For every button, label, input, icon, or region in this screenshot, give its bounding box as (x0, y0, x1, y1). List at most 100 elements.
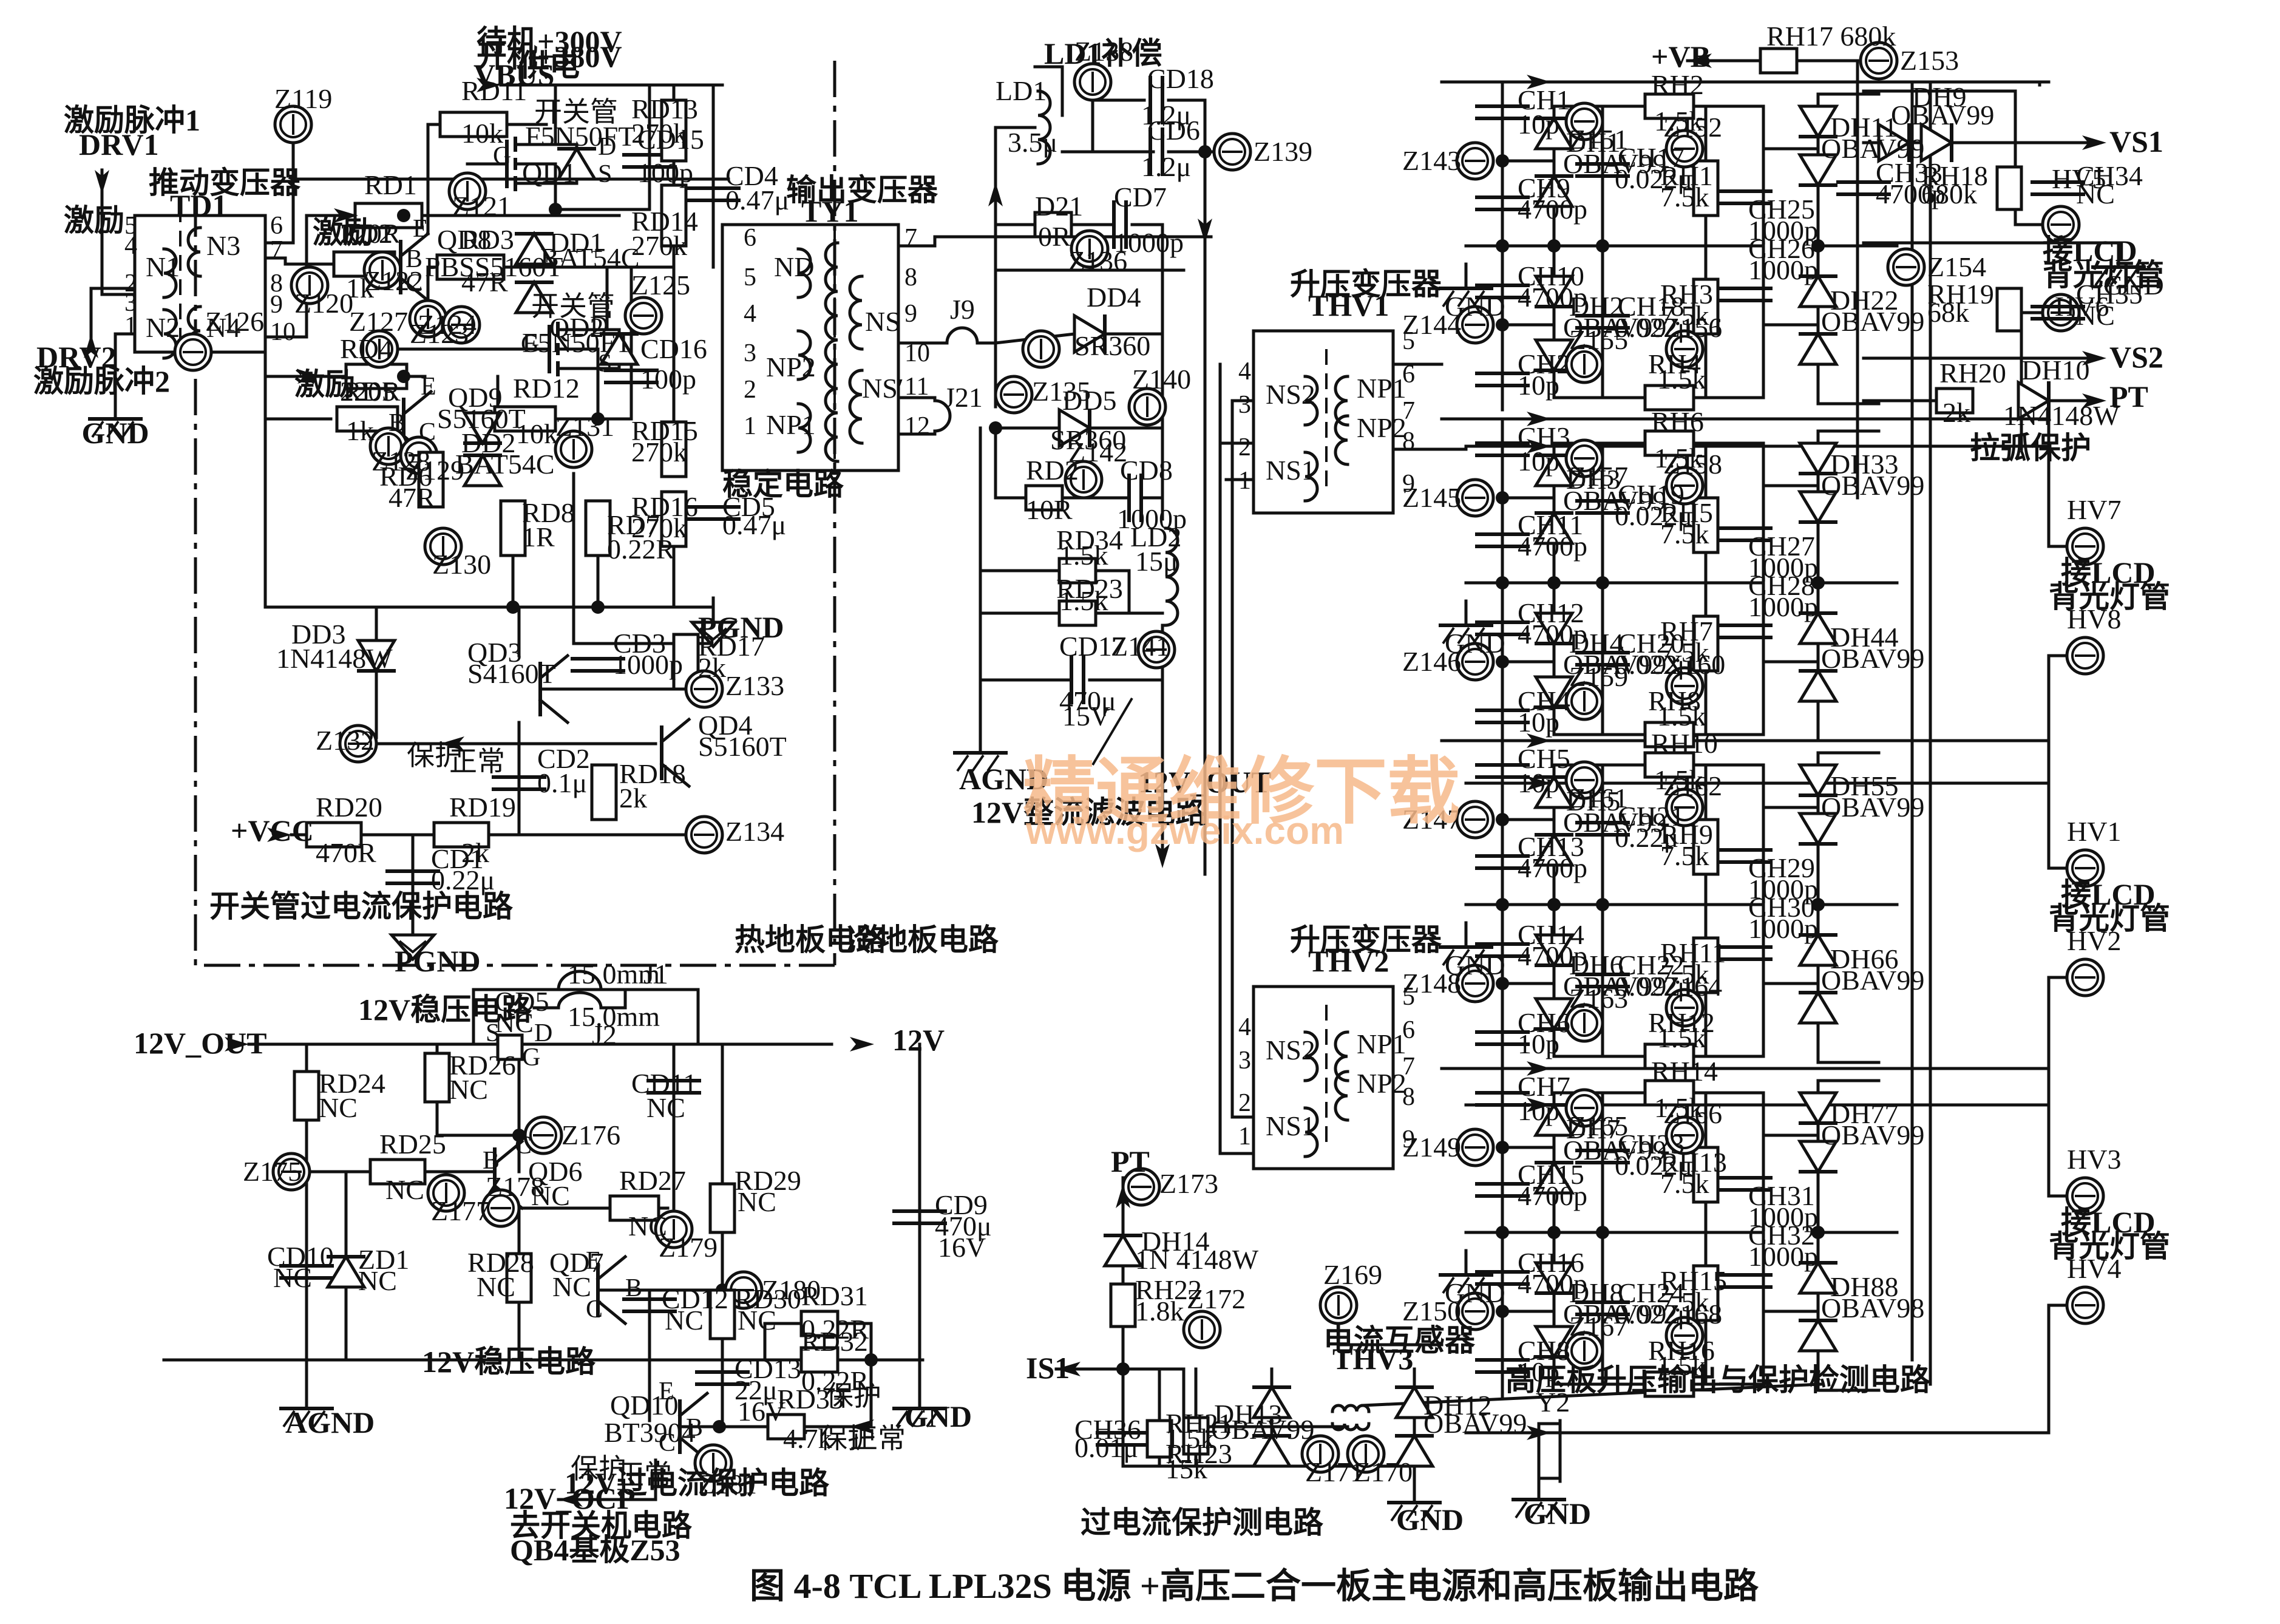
wire (2047, 1067, 2075, 1198)
qd1-label: 开关管 (534, 97, 618, 127)
hv-block-2-cap: CH27 (1748, 531, 1815, 562)
wire (2047, 739, 2075, 870)
is1-label: IS1 (1026, 1351, 1070, 1385)
rd6-ref: RD6 (379, 461, 432, 492)
hv-block-2-gnd: GND (1445, 628, 1505, 659)
dh10-part: 1N4148W (2003, 400, 2120, 431)
hv-block-1-diode: DH11 (1830, 112, 1898, 143)
ld1-ref: LD1 (996, 75, 1047, 106)
hv-block-1-cap: CH26 (1748, 233, 1815, 264)
rh20-val: 2k (1942, 397, 1970, 428)
switch-ocp-label: 开关管过电流保护电路 (209, 889, 514, 923)
winding-icon (1303, 1030, 1319, 1082)
rd23-ref: RD23 (1056, 573, 1123, 604)
thv2-frame (1252, 985, 1395, 1170)
qd10-part: BT3904 (604, 1417, 696, 1448)
hv-block-4-hv: HV4 (2067, 1253, 2121, 1284)
cd8-val: 1000p (1117, 503, 1187, 534)
qd6-c: C (515, 1132, 532, 1160)
diode (1533, 611, 1575, 647)
cd11-ref: CD11 (631, 1068, 697, 1099)
diode (1533, 1102, 1575, 1137)
qd6-val: NC (531, 1180, 570, 1211)
ty1-np1: NP1 (766, 409, 816, 440)
ocp12-label: 12V过电流保护电路 (565, 1466, 830, 1500)
dd1-part: BAT54C (540, 242, 640, 273)
cd12-ref: CD12 (662, 1283, 728, 1314)
hot-side-label: 热地板电路 (735, 923, 887, 957)
wire (472, 988, 700, 1046)
qd2-s: S (598, 350, 612, 378)
transistor-lead (659, 717, 691, 744)
pointer-line (1091, 697, 1133, 766)
junction-dot (397, 209, 410, 222)
diode (1877, 121, 1912, 164)
thv2-ref: THV2 (1308, 944, 1389, 978)
cd1-ref: CD1 (431, 843, 484, 874)
rd24-ref: RD24 (319, 1068, 385, 1099)
hv-block-3-res: 7.5k (1660, 840, 1709, 871)
rd25-val: NC (385, 1174, 424, 1205)
hv-block-4-tp: Z165 (1569, 1110, 1628, 1141)
resistor (1643, 1370, 1695, 1398)
agnd-label: AGND (285, 1405, 375, 1439)
qd9-b: B (388, 409, 405, 437)
diode (1533, 173, 1575, 208)
hv-block-1-res: RH1 (1660, 160, 1713, 191)
wire (994, 426, 1028, 500)
resistor (435, 253, 506, 281)
thv2-pin: 8 (1402, 1083, 1415, 1111)
ground-hatch (1442, 948, 1455, 967)
rd13-val: 270k (631, 118, 687, 149)
ground-hatch (1457, 627, 1470, 645)
cd2-val: 0.1μ (537, 767, 587, 798)
drv1-label: DRV1 (79, 127, 159, 161)
thv1-pin: 4 (1238, 358, 1251, 386)
hv-block-1-res: 1.5k (1654, 106, 1703, 137)
diode (513, 231, 555, 266)
protect-label: 保护 (826, 1381, 881, 1412)
dd2-part: BAT54C (455, 449, 555, 480)
hv-block-4-diode: OBAV99 (1821, 1119, 1924, 1150)
qd6-ref: QD6 (528, 1156, 582, 1187)
dd2-ref: DD2 (461, 427, 515, 458)
hv-block-3-res: RH12 (1648, 1007, 1715, 1038)
junction-dot (1496, 1141, 1509, 1154)
arrow-icon (1527, 776, 1551, 790)
ocp-dest1: 去开关机电路 (510, 1509, 693, 1543)
wire (1130, 223, 1164, 521)
ground-hatch (1390, 1504, 1403, 1522)
cd15-ref: CD15 (637, 124, 704, 155)
diode (1073, 313, 1108, 355)
hv-block-2-res: RH6 (1651, 406, 1704, 437)
tp-z173: Z173 (1159, 1168, 1218, 1199)
rd1-val: 220R (340, 218, 401, 249)
ty1-pin: 8 (904, 263, 917, 291)
hv-block-3-lcd: 接LCD (2061, 877, 2156, 911)
hv-block-4-cap: 10p (1518, 1356, 1559, 1387)
thv2-pin: 6 (1402, 1016, 1415, 1044)
resistor (438, 110, 509, 138)
qd10-c: C (659, 1429, 676, 1457)
diode (1797, 1317, 1839, 1353)
hv-block-2-res: RH7 (1660, 616, 1713, 647)
diode (1533, 452, 1575, 488)
ty1-np2: NP2 (766, 352, 816, 382)
winding-icon (1334, 1070, 1349, 1122)
hv-block-2-tp: Z145 (1402, 482, 1461, 513)
diode (1533, 338, 1575, 373)
td1-pin: 5 (124, 212, 137, 240)
thv1-pin: 2 (1238, 433, 1251, 461)
arrow-icon (1527, 439, 1551, 454)
tp-z172: Z172 (1187, 1283, 1246, 1314)
hv-block-3-res: 1.5k (1657, 1022, 1706, 1053)
hv-block-1-diode: DH1 (1566, 127, 1620, 158)
rd34-val: 1.5k (1059, 540, 1108, 571)
td1-pin: 8 (270, 270, 283, 297)
qd2-part: F5N50FT (522, 327, 632, 358)
rd30-ref: RD30 (735, 1283, 801, 1314)
hot-side-border (194, 200, 835, 967)
resistor (708, 1288, 736, 1340)
dd5-ref: DD5 (1062, 385, 1116, 416)
